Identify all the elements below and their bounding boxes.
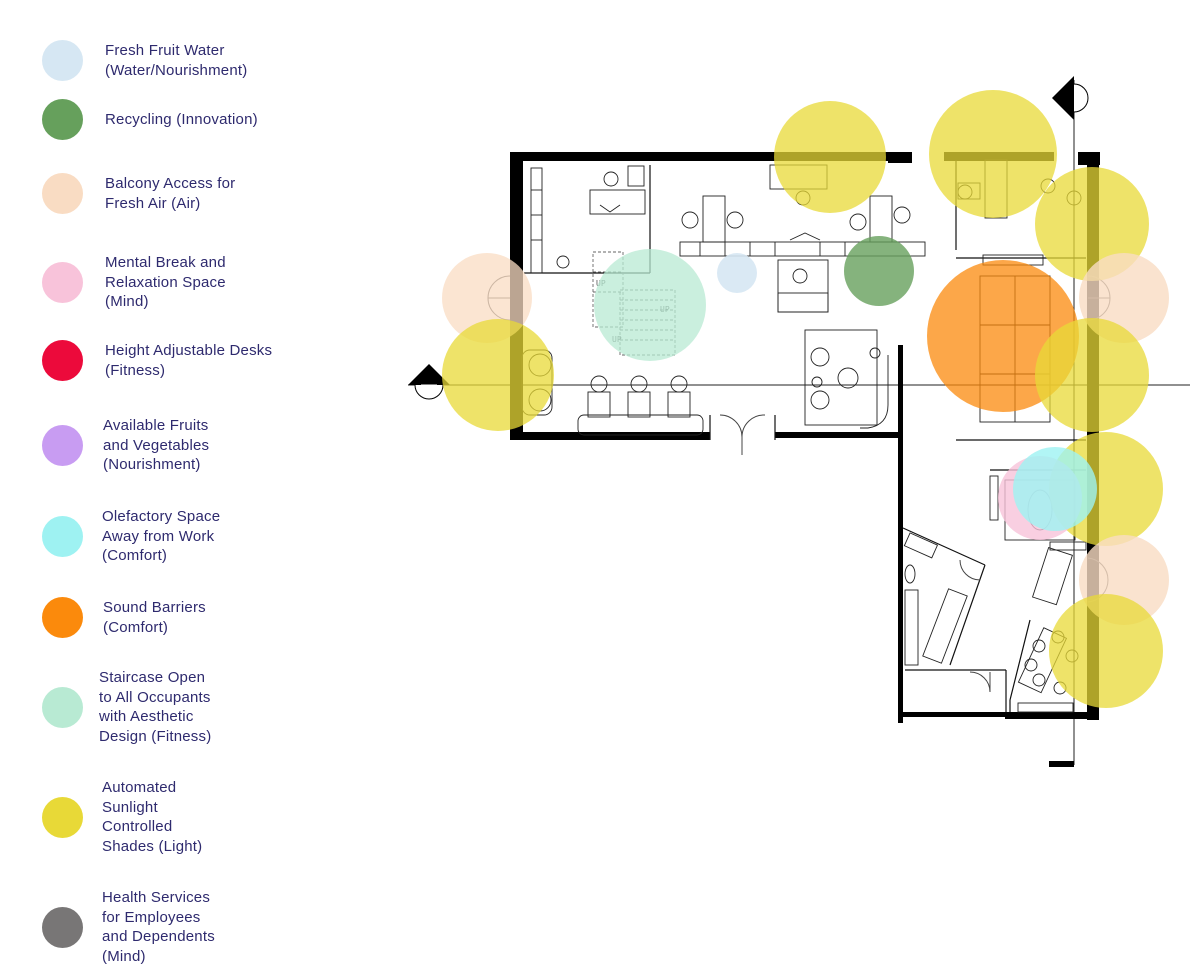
legend-item-olfactory: Olefactory Space Away from Work (Comfort…: [42, 507, 220, 566]
legend-item-health: Health Services for Employees and Depend…: [42, 888, 215, 966]
legend-swatch-fruits: [42, 424, 83, 466]
legend-label-recycling: Recycling (Innovation): [105, 110, 258, 128]
overlay-water: [717, 253, 757, 293]
legend-item-desks: Height Adjustable Desks (Fitness): [42, 340, 272, 381]
overlay-shades-east-1: [1035, 167, 1149, 281]
legend-swatch-sound: [42, 597, 83, 638]
section-marker-north: [1052, 76, 1089, 120]
overlay-shades-north-1: [774, 101, 886, 213]
legend-item-fruits: Available Fruits and Vegetables (Nourish…: [42, 416, 209, 475]
legend-label-shades: Automated Sunlight Controlled Shades (Li…: [102, 779, 203, 855]
wellness-overlays: [442, 90, 1169, 708]
legend-label-balcony: Balcony Access for Fresh Air (Air): [105, 175, 236, 212]
exterior-walls: [510, 152, 1100, 723]
overlay-recycling: [844, 236, 914, 306]
overlay-shades-north-2: [929, 90, 1057, 218]
legend-swatch-desks: [42, 340, 83, 381]
legend-label-mental: Mental Break and Relaxation Space (Mind): [105, 254, 226, 310]
legend-item-staircase: Staircase Open to All Occupants with Aes…: [42, 668, 211, 746]
legend-label-water: Fresh Fruit Water (Water/Nourishment): [105, 42, 248, 79]
overlay-shades-west: [442, 319, 554, 431]
overlay-olfactory: [1013, 447, 1097, 531]
legend-item-shades: Automated Sunlight Controlled Shades (Li…: [42, 778, 202, 856]
legend-swatch-olfactory: [42, 515, 83, 557]
legend-label-staircase: Staircase Open to All Occupants with Aes…: [99, 669, 212, 745]
legend-label-desks: Height Adjustable Desks (Fitness): [105, 342, 273, 379]
legend-swatch-shades: [42, 796, 83, 838]
legend-label-olfactory: Olefactory Space Away from Work (Comfort…: [102, 508, 221, 564]
legend-swatch-balcony: [42, 173, 83, 214]
legend-item-mental: Mental Break and Relaxation Space (Mind): [42, 253, 226, 312]
overlay-shades-south: [1049, 594, 1163, 708]
legend-swatch-water: [42, 40, 83, 81]
legend-item-sound: Sound Barriers (Comfort): [42, 597, 206, 638]
legend-label-health: Health Services for Employees and Depend…: [102, 889, 215, 965]
legend-label-sound: Sound Barriers (Comfort): [103, 599, 206, 636]
legend-swatch-recycling: [42, 99, 83, 140]
legend-swatch-staircase: [42, 686, 83, 728]
legend-swatch-mental: [42, 261, 83, 303]
section-marker-west: [408, 364, 450, 400]
overlay-staircase: [594, 249, 706, 361]
overlay-shades-east-2: [1035, 318, 1149, 432]
legend-swatch-health: [42, 906, 83, 948]
legend-item-water: Fresh Fruit Water (Water/Nourishment): [42, 40, 247, 81]
legend-label-fruits: Available Fruits and Vegetables (Nourish…: [103, 417, 210, 473]
legend: Fresh Fruit Water (Water/Nourishment) Re…: [0, 0, 330, 975]
section-end-mark: [1049, 761, 1074, 767]
legend-item-recycling: Recycling (Innovation): [42, 99, 258, 140]
legend-item-balcony: Balcony Access for Fresh Air (Air): [42, 173, 235, 214]
